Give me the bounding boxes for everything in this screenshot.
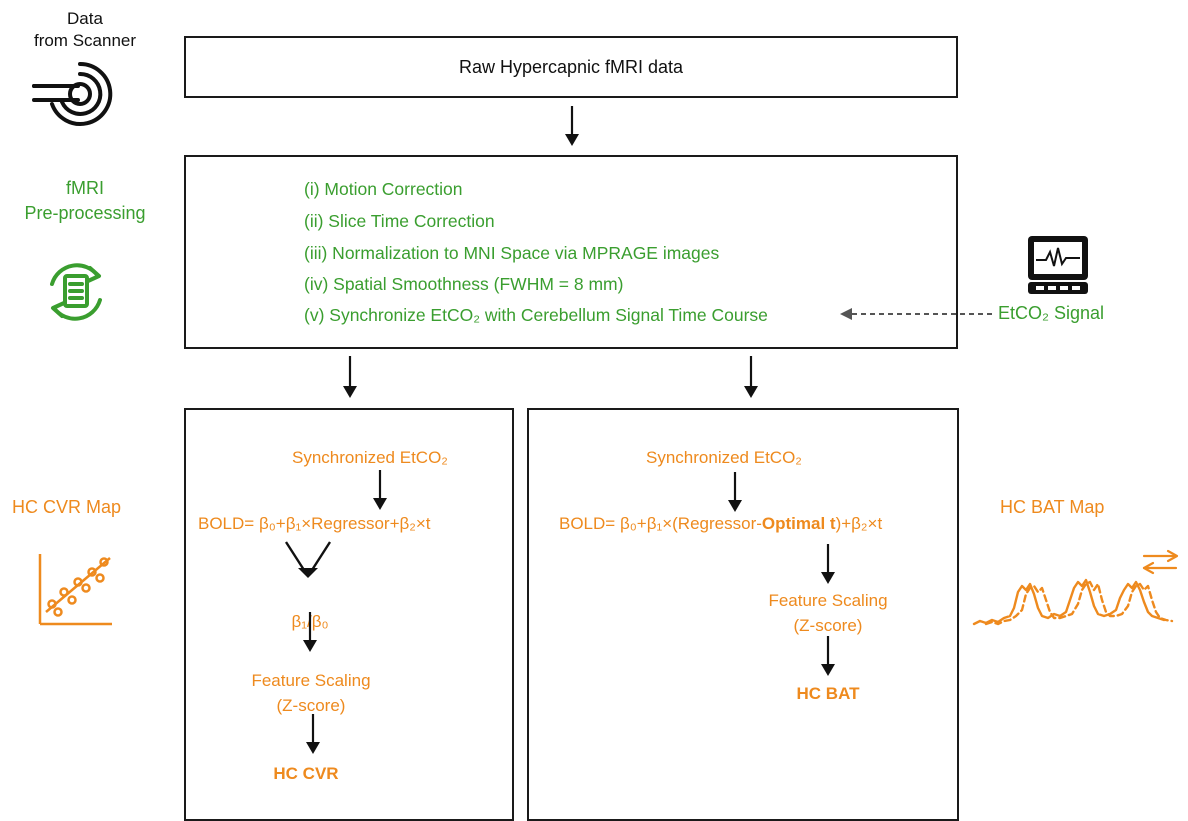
refresh-document-icon (50, 263, 102, 321)
bat-result: HC BAT (796, 684, 860, 703)
preprocessing-box: (i) Motion Correction (ii) Slice Time Co… (184, 155, 958, 349)
preprocessing-label: fMRI Pre-processing (10, 176, 160, 226)
shifted-signal-icon (972, 549, 1179, 626)
bat-side-label: HC BAT Map (1000, 497, 1105, 517)
arrow-to-cvr-branch (343, 356, 357, 398)
etco2-dashed-arrow (840, 308, 996, 320)
monitor-icon (1028, 236, 1088, 294)
scanner-label: Data from Scanner (10, 8, 160, 52)
scanner-label-line1: Data (67, 9, 103, 28)
bat-arrow-sync-to-eq (728, 472, 742, 512)
arrow-raw-to-preprocessing (565, 106, 579, 146)
cvr-side-label: HC CVR Map (12, 497, 122, 517)
bat-arrow-scaling-to-result (821, 636, 835, 676)
step-3: (iii) Normalization to MNI Space via MPR… (304, 243, 720, 263)
bat-arrow-eq-to-scaling (821, 544, 835, 584)
cvr-arrow-sync-to-eq (373, 470, 387, 510)
etco2-label: EtCO₂ Signal (998, 303, 1105, 323)
step-2: (ii) Slice Time Correction (304, 211, 495, 231)
cvr-result: HC CVR (273, 764, 339, 783)
cvr-sync-label: Synchronized EtCO₂ (292, 448, 448, 467)
cvr-scaling-line1: Feature Scaling (251, 671, 371, 690)
bat-sync-label: Synchronized EtCO₂ (646, 448, 802, 467)
bat-box: Synchronized EtCO₂ BOLD= β₀+β₁×(Regresso… (527, 408, 959, 821)
cvr-equation: BOLD= β₀+β₁×Regressor+β₂×t (198, 514, 431, 533)
cvr-scaling-line2: (Z-score) (276, 696, 346, 715)
bat-equation-suffix: )+β₂×t (835, 514, 883, 533)
mri-scanner-icon (32, 61, 113, 126)
cvr-arrow-scaling-to-result (306, 714, 320, 754)
bat-equation: BOLD= β₀+β₁×(Regressor-Optimal t)+β₂×t (559, 514, 882, 534)
step-5: (v) Synchronize EtCO₂ with Cerebellum Si… (304, 305, 768, 325)
preprocessing-label-line2: Pre-processing (24, 203, 146, 223)
bat-scaling: Feature Scaling (Z-score) (723, 588, 933, 638)
bat-scaling-line1: Feature Scaling (768, 591, 888, 610)
raw-data-box: Raw Hypercapnic fMRI data (184, 36, 958, 98)
arrow-to-bat-branch (744, 356, 758, 398)
cvr-arrow-ratio-to-scaling (303, 612, 317, 652)
cvr-arrow-eq-to-ratio (284, 541, 332, 578)
scatter-regression-icon (38, 554, 112, 626)
cvr-box: Synchronized EtCO₂ BOLD= β₀+β₁×Regressor… (184, 408, 514, 821)
bat-equation-prefix: BOLD= β₀+β₁×(Regressor- (559, 514, 762, 533)
step-4: (iv) Spatial Smoothness (FWHM = 8 mm) (304, 274, 624, 294)
scanner-label-line2: from Scanner (33, 31, 137, 50)
preprocessing-steps: (i) Motion Correction (ii) Slice Time Co… (304, 157, 944, 347)
cvr-scaling: Feature Scaling (Z-score) (206, 668, 416, 718)
preprocessing-label-line1: fMRI (66, 178, 104, 198)
bat-scaling-line2: (Z-score) (793, 616, 863, 635)
raw-data-text: Raw Hypercapnic fMRI data (458, 57, 684, 77)
bat-equation-optimal-t: Optimal t (761, 514, 836, 533)
step-1: (i) Motion Correction (304, 179, 463, 199)
